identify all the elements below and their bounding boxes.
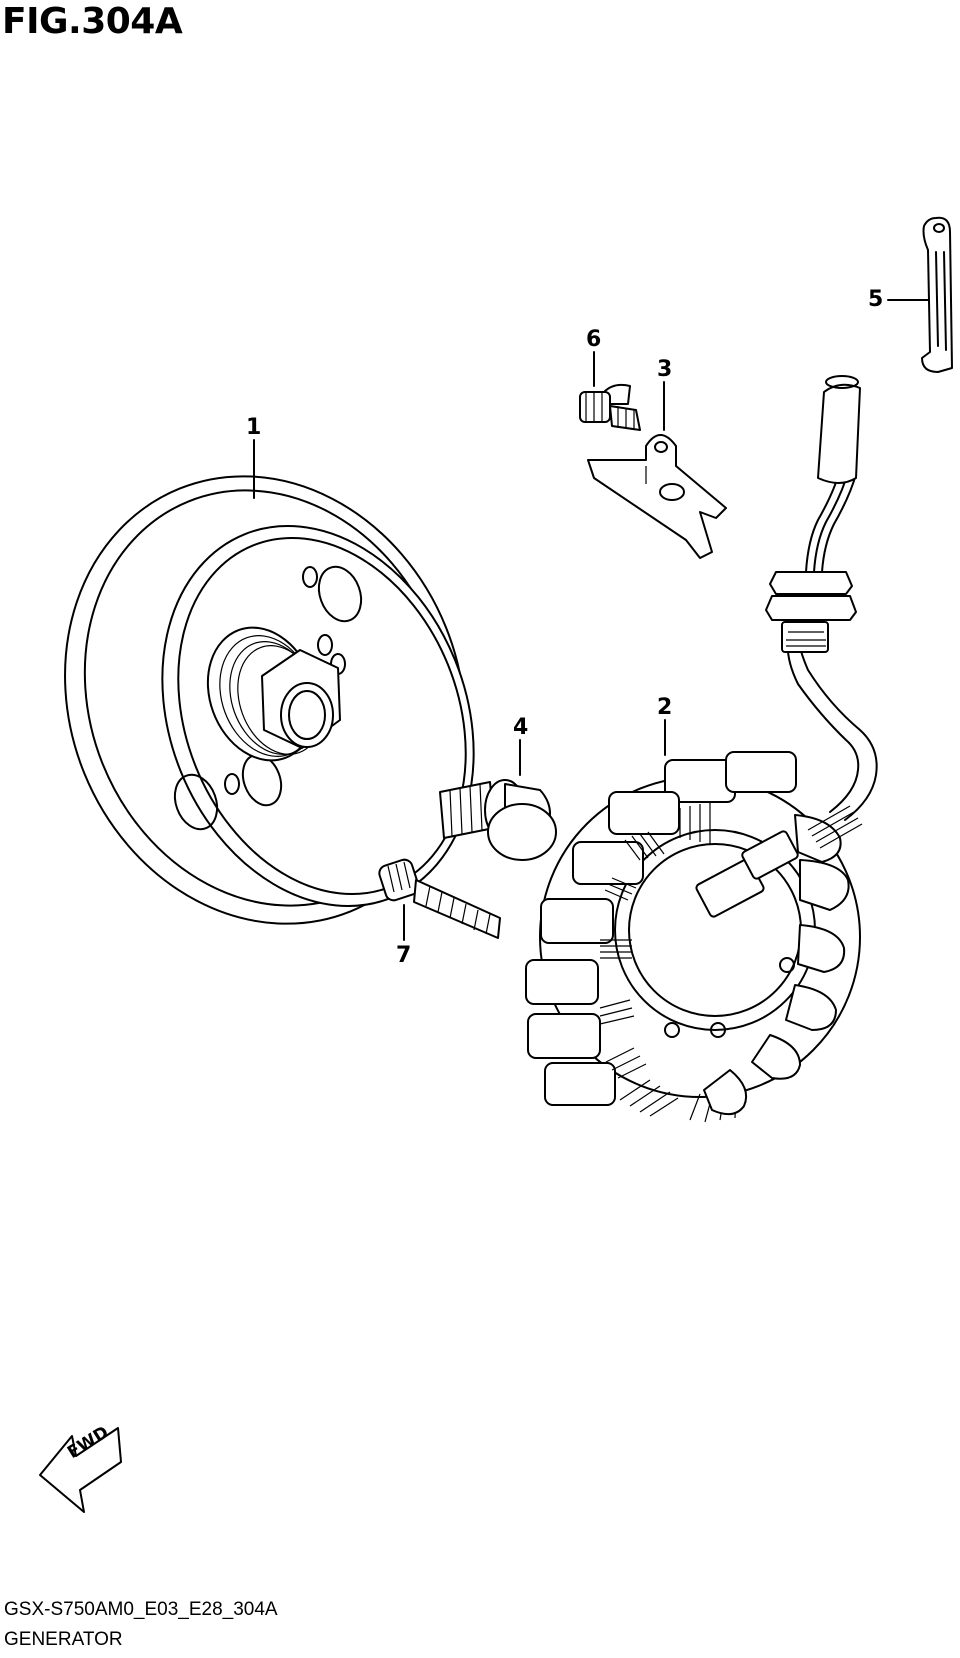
callout-6: 6 — [586, 327, 602, 352]
callout-4: 4 — [513, 715, 529, 740]
stator-part[interactable] — [525, 751, 863, 1123]
callout-7: 7 — [396, 943, 412, 968]
callout-5: 5 — [868, 287, 884, 312]
fwd-arrow-icon — [39, 1427, 122, 1513]
callout-2: 2 — [657, 695, 673, 720]
wire-harness — [765, 375, 878, 821]
bolt-part-7[interactable] — [377, 858, 501, 939]
clamp-part[interactable] — [921, 216, 953, 373]
callout-1: 1 — [246, 415, 262, 440]
screw-part-6[interactable] — [579, 383, 641, 431]
diagram-name: GENERATOR — [4, 1629, 123, 1650]
callout-3: 3 — [657, 357, 673, 382]
bolt-part-4[interactable] — [439, 779, 557, 861]
rotor-part[interactable] — [0, 416, 531, 985]
bracket-part[interactable] — [587, 434, 727, 559]
diagram-code: GSX-S750AM0_E03_E28_304A — [4, 1599, 278, 1620]
figure-title: FIG.304A — [2, 1, 183, 42]
